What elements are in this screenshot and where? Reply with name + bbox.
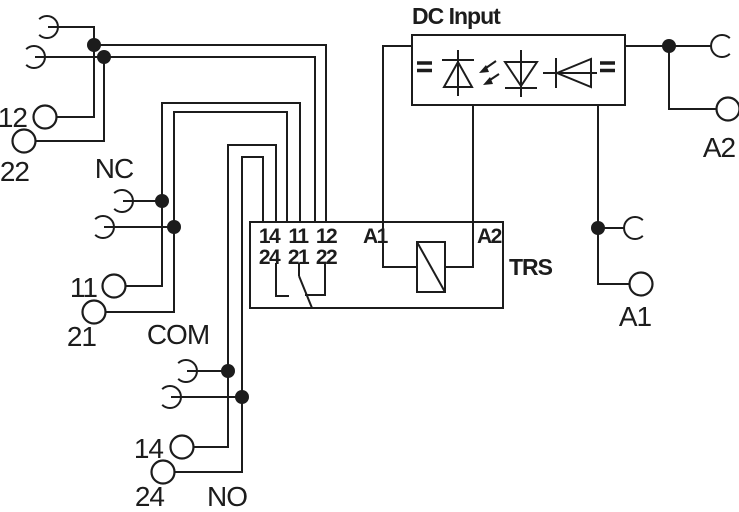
socket-connector-icon [623, 216, 644, 240]
relay-label-22: 22 [316, 246, 337, 269]
changeover-contact-icon [275, 263, 326, 309]
wire-coil-a2 [445, 105, 474, 268]
wire-nc-12-to-relay [94, 44, 327, 222]
group-label-com: COM [147, 319, 209, 350]
screw-terminal-a2 [715, 96, 739, 122]
relay-label-14: 14 [259, 225, 281, 248]
group-label-no: NO [207, 481, 247, 512]
equals-icon [600, 61, 615, 73]
junction-dot [167, 220, 181, 234]
relay-label-a1: A1 [363, 225, 389, 248]
screw-terminal-11 [101, 273, 127, 299]
relay-module-box: TRS 14 24 11 21 12 22 A1 A2 [249, 45, 554, 309]
screw-terminal-a1 [628, 271, 654, 297]
junction-dot [87, 38, 101, 52]
relay-label-11: 11 [288, 225, 309, 248]
screw-terminal-22 [11, 128, 37, 154]
relay-label-21: 21 [288, 246, 310, 269]
nc-group: 12 22 NC [0, 15, 327, 222]
relay-label-12: 12 [316, 225, 337, 248]
group-label-nc: NC [95, 153, 134, 184]
wire-nc-22-to-relay [35, 56, 316, 222]
wire-coil-a1 [382, 45, 417, 268]
wire-com-11-to-relay [125, 102, 301, 287]
junction-dot [662, 39, 676, 53]
wire-no-24-to-relay [175, 156, 264, 473]
junction-dot [155, 194, 169, 208]
dc-input-box: DC Input [411, 3, 626, 106]
terminal-label-14: 14 [134, 433, 164, 464]
terminal-label-24: 24 [135, 481, 165, 512]
terminal-label-12: 12 [0, 102, 27, 133]
diode-down-icon [503, 50, 539, 97]
screw-terminal-21 [81, 299, 107, 325]
terminal-label-21: 21 [67, 321, 97, 352]
terminal-label-11: 11 [70, 272, 97, 303]
a2-terminal-group: A2 [625, 34, 739, 163]
screw-terminal-14 [169, 434, 195, 460]
relay-label-a2: A2 [477, 225, 502, 248]
wire-nc-22 [36, 57, 105, 142]
wire-a1-down [597, 105, 630, 285]
diode-left-icon [543, 57, 597, 89]
relay-type-label: TRS [509, 254, 553, 280]
a1-terminal-group: A1 [591, 105, 654, 332]
screw-terminal-24 [150, 459, 176, 485]
relay-box-outline [249, 221, 504, 309]
socket-connector-icon [710, 34, 731, 58]
terminal-label-a2: A2 [703, 132, 736, 163]
wire-com-21-to-relay [105, 111, 288, 313]
relay-label-24: 24 [259, 246, 281, 269]
dc-input-outline [411, 34, 626, 106]
led-arrows-icon [479, 60, 500, 85]
wire-nc-12 [48, 26, 95, 118]
screw-terminal-12 [32, 104, 58, 130]
wire-a2-down [668, 46, 717, 110]
junction-dot [591, 221, 605, 235]
no-group: 14 24 NO [134, 144, 277, 512]
wire-no-14-to-relay [193, 144, 277, 448]
dc-input-title: DC Input [412, 3, 501, 29]
diode-up-icon [442, 50, 474, 96]
terminal-label-22: 22 [0, 156, 29, 187]
com-group: 11 21 COM [67, 102, 301, 352]
junction-dot [97, 50, 111, 64]
terminal-label-a1: A1 [619, 301, 652, 332]
relay-coil-icon [416, 241, 446, 293]
junction-dot [221, 364, 235, 378]
equals-icon [417, 61, 432, 73]
junction-dot [235, 390, 249, 404]
